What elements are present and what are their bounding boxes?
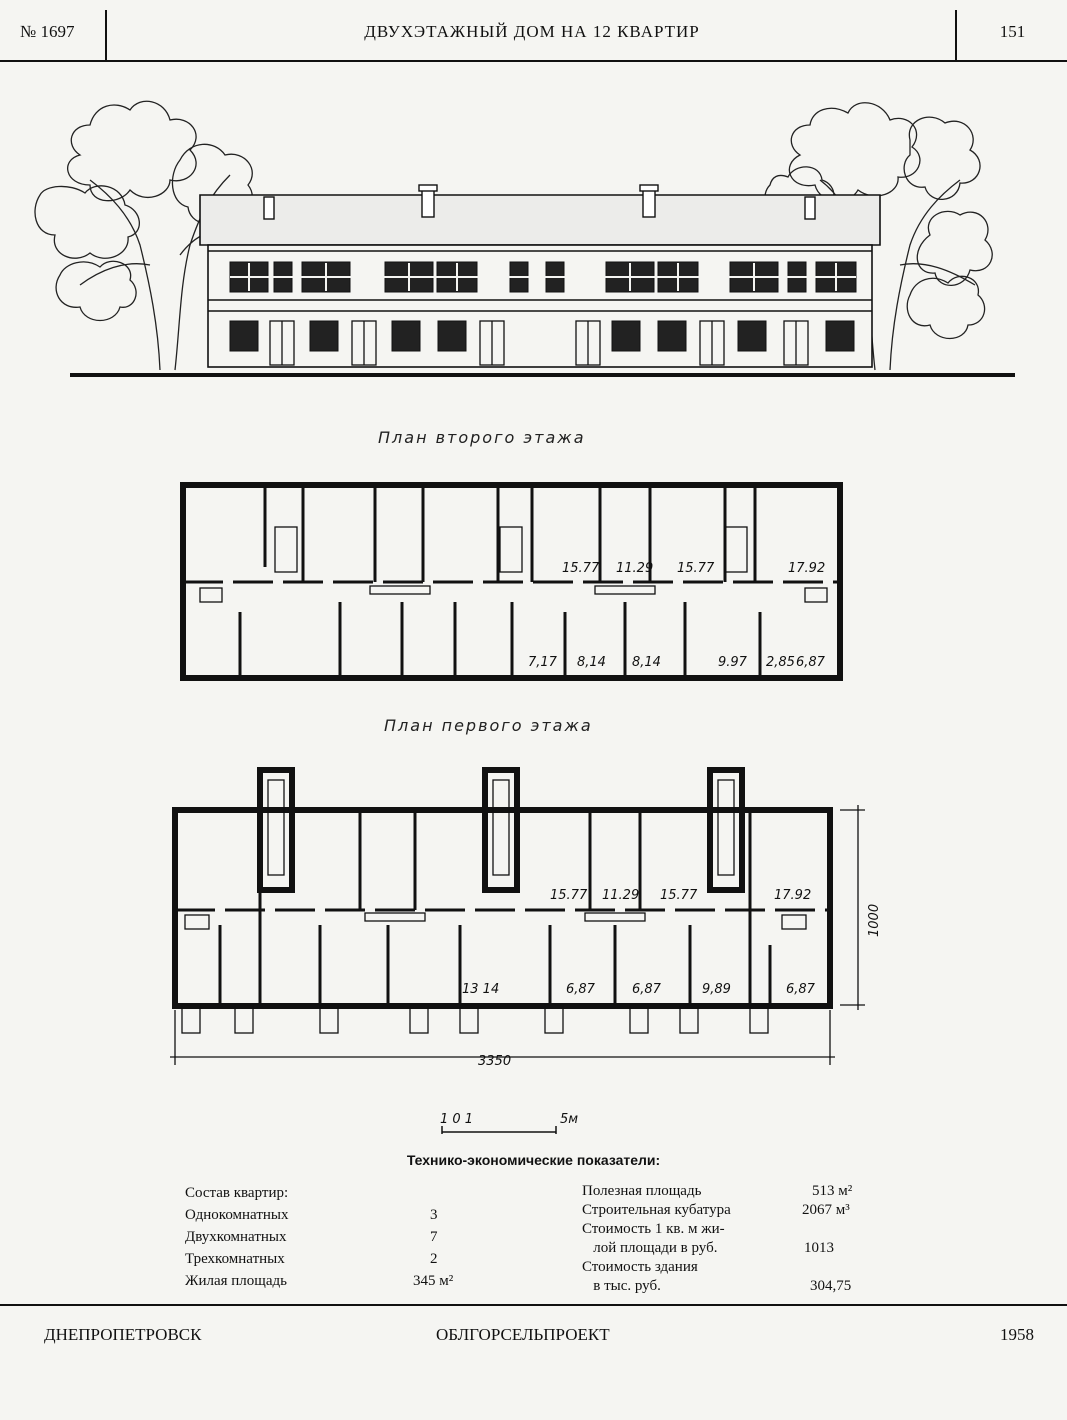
indicator-label: Жилая площадь: [185, 1273, 287, 1289]
indicator-value: 304,75: [810, 1278, 852, 1294]
room-area-label: 11.29: [616, 561, 653, 576]
width-dimension: 3350: [478, 1054, 511, 1069]
indicator-label: в тыс. руб.: [582, 1278, 661, 1294]
depth-dimension: 1000: [867, 904, 882, 937]
indicator-row: Стоимость 1 кв. м жи-: [582, 1220, 882, 1239]
indicator-label: лой площади в руб.: [582, 1240, 718, 1256]
indicator-label: Полезная площадь: [582, 1183, 702, 1199]
indicator-value: 3: [430, 1207, 438, 1223]
indicator-value: 2: [430, 1251, 438, 1267]
room-area-label: 2,85: [766, 655, 795, 670]
header-rule: [0, 60, 1067, 62]
scale-bar-end-label: 5м: [560, 1112, 578, 1127]
room-area-label: 9.97: [718, 655, 748, 670]
room-area-label: 13 14: [462, 982, 499, 997]
room-area-label: 8,14: [632, 655, 661, 670]
header-divider: [955, 10, 957, 60]
second-floor-plan: 15.77 11.29 15.77 17.92 7,17 8,14 8,14 9…: [180, 482, 845, 684]
room-area-label: 8,14: [577, 655, 606, 670]
indicators-left: Состав квартир: Однокомнатных 3 Двухкомна…: [185, 1182, 485, 1292]
page-title: ДВУХЭТАЖНЫЙ ДОМ НА 12 КВАРТИР: [364, 22, 700, 41]
room-area-label: 17.92: [774, 888, 811, 903]
room-area-label: 15.77: [562, 561, 600, 576]
header-divider: [105, 10, 107, 60]
indicator-row: Двухкомнатных 7: [185, 1226, 485, 1248]
room-area-label: 6,87: [566, 982, 596, 997]
room-area-label: 11.29: [602, 888, 639, 903]
indicators-right: Полезная площадь 513 м² Строительная куба…: [582, 1182, 882, 1296]
scale-bar: 1 0 1 5м: [436, 1108, 596, 1138]
indicator-label: Однокомнатных: [185, 1207, 289, 1223]
indicators-title: Технико-экономические показатели:: [406, 1152, 661, 1168]
page-footer: ДНЕПРОПЕТРОВСК ОБЛГОРСЕЛЬПРОЕКТ 1958: [0, 1300, 1067, 1360]
first-floor-plan: 15.77 11.29 15.77 17.92 13 14 6,87 6,87 …: [160, 765, 895, 1077]
room-area-label: 17.92: [788, 561, 825, 576]
page-header: № 1697 ДВУХЭТАЖНЫЙ ДОМ НА 12 КВАРТИР 151: [0, 0, 1067, 62]
indicator-row: Строительная кубатура 2067 м³: [582, 1201, 882, 1220]
room-area-label: 7,17: [528, 655, 558, 670]
room-area-label: 9,89: [702, 982, 731, 997]
indicator-value: 2067 м³: [802, 1202, 850, 1218]
room-area-label: 15.77: [660, 888, 698, 903]
room-area-label: 15.77: [677, 561, 715, 576]
indicator-row: Жилая площадь 345 м²: [185, 1270, 485, 1292]
indicator-value: 513 м²: [812, 1183, 853, 1199]
page-number: 151: [999, 22, 1026, 41]
indicator-label: Состав квартир:: [185, 1185, 289, 1201]
indicator-row: лой площади в руб. 1013: [582, 1239, 882, 1258]
indicator-label: Стоимость 1 кв. м жи-: [582, 1221, 725, 1237]
indicator-row: Стоимость здания: [582, 1258, 882, 1277]
indicator-row: в тыс. руб. 304,75: [582, 1277, 882, 1296]
first-floor-caption: План первого этажа: [384, 716, 593, 735]
room-area-label: 6,87: [796, 655, 826, 670]
indicator-value: 1013: [804, 1240, 834, 1256]
footer-rule: [0, 1304, 1067, 1306]
indicator-row: Полезная площадь 513 м²: [582, 1182, 882, 1201]
scale-bar-start-label: 1 0 1: [440, 1112, 473, 1127]
room-area-label: 6,87: [786, 982, 816, 997]
indicator-label: Строительная кубатура: [582, 1202, 731, 1218]
indicator-label: Стоимость здания: [582, 1259, 698, 1275]
project-number: № 1697: [20, 22, 75, 41]
indicator-value: 7: [430, 1229, 438, 1245]
footer-city: ДНЕПРОПЕТРОВСК: [44, 1325, 202, 1344]
indicator-row: Трехкомнатных 2: [185, 1248, 485, 1270]
facade-drawing: [30, 85, 1030, 395]
indicator-row: Состав квартир:: [185, 1182, 485, 1204]
room-area-label: 15.77: [550, 888, 588, 903]
indicator-label: Трехкомнатных: [185, 1251, 285, 1267]
footer-year: 1958: [1000, 1325, 1034, 1344]
footer-organization: ОБЛГОРСЕЛЬПРОЕКТ: [436, 1325, 610, 1344]
room-area-label: 6,87: [632, 982, 662, 997]
indicator-value: 345 м²: [413, 1273, 454, 1289]
indicator-row: Однокомнатных 3: [185, 1204, 485, 1226]
indicator-label: Двухкомнатных: [185, 1229, 287, 1245]
second-floor-caption: План второго этажа: [378, 428, 586, 447]
